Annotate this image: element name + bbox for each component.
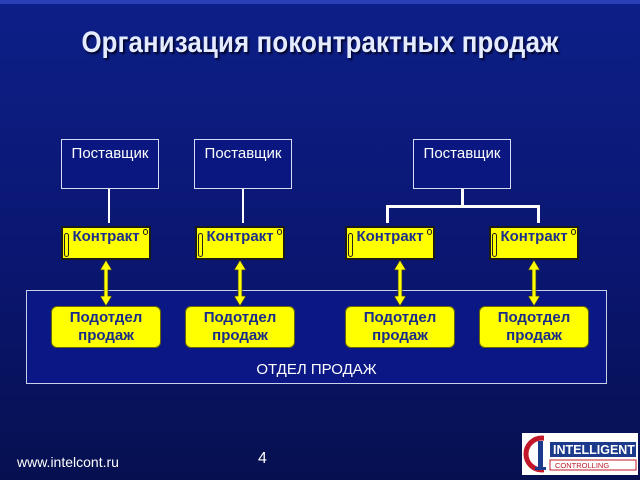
double-arrow-icon xyxy=(100,260,112,306)
contract-label-2: Контракт xyxy=(206,228,274,245)
connector-line-3-right xyxy=(537,205,540,223)
connector-line-2 xyxy=(242,189,244,223)
contract-label-1: Контракт xyxy=(72,228,140,245)
contract-scroll-4: Контракт xyxy=(489,226,579,260)
scroll-curl-icon xyxy=(571,229,576,235)
scroll-curl-icon xyxy=(64,233,69,257)
subdepartment-box-2: Подотдел продаж xyxy=(185,306,295,348)
contract-scroll-3: Контракт xyxy=(345,226,435,260)
double-arrow-icon xyxy=(394,260,406,306)
scroll-curl-icon xyxy=(348,233,353,257)
connector-line-1 xyxy=(108,189,110,223)
contract-scroll-2: Контракт xyxy=(195,226,285,260)
logo-text-top: INTELLIGENT xyxy=(553,443,635,457)
page-number: 4 xyxy=(258,450,267,467)
contract-label-4: Контракт xyxy=(500,228,568,245)
double-arrow-icon xyxy=(528,260,540,306)
supplier-box-1: Поставщик xyxy=(61,139,159,189)
connector-line-3-left xyxy=(386,205,389,223)
logo-emblem-icon: INTELLIGENT CONTROLLING xyxy=(523,433,637,475)
scroll-curl-icon xyxy=(143,229,148,235)
connector-line-3-branch xyxy=(386,205,540,208)
subdepartment-box-1: Подотдел продаж xyxy=(51,306,161,348)
logo-text-bottom: CONTROLLING xyxy=(555,461,609,470)
double-arrow-icon xyxy=(234,260,246,306)
top-accent-bar xyxy=(0,0,640,4)
intelligent-controlling-logo: INTELLIGENT CONTROLLING xyxy=(522,433,638,475)
supplier-box-3: Поставщик xyxy=(413,139,511,189)
scroll-curl-icon xyxy=(198,233,203,257)
page-title: Организация поконтрактных продаж xyxy=(81,26,559,59)
connector-line-3-stem xyxy=(461,189,464,207)
subdepartment-box-3: Подотдел продаж xyxy=(345,306,455,348)
supplier-box-2: Поставщик xyxy=(194,139,292,189)
scroll-curl-icon xyxy=(277,229,282,235)
scroll-curl-icon xyxy=(492,233,497,257)
sales-department-label: ОТДЕЛ ПРОДАЖ xyxy=(256,361,377,378)
scroll-curl-icon xyxy=(427,229,432,235)
contract-label-3: Контракт xyxy=(356,228,424,245)
subdepartment-box-4: Подотдел продаж xyxy=(479,306,589,348)
footer-url: www.intelcont.ru xyxy=(17,454,119,470)
contract-scroll-1: Контракт xyxy=(61,226,151,260)
